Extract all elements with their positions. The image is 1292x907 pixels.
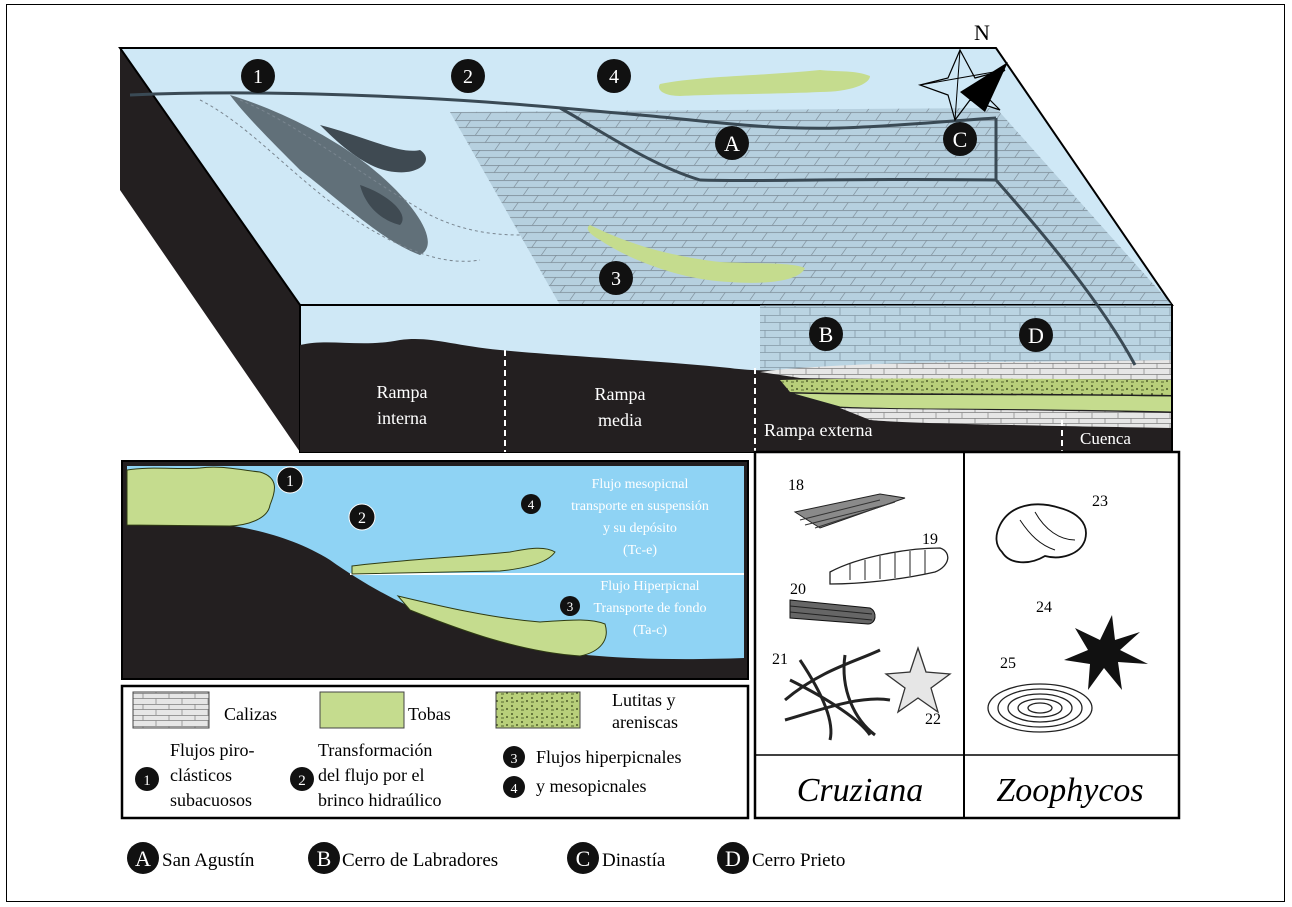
legend-item3-line1: Flujos hiperpicnales (536, 747, 681, 767)
legend-item3-marker: 3 (503, 746, 525, 768)
legend-item2-marker: 2 (290, 767, 314, 791)
svg-text:D: D (1028, 323, 1044, 348)
profile-marker-3: 3 (560, 596, 580, 616)
block-marker-4: 4 (597, 59, 631, 93)
legend-lutitas-line2: areniscas (612, 712, 678, 732)
locality-B: B Cerro de Labradores (308, 842, 498, 874)
block-marker-A: A (715, 126, 749, 160)
trace-fossil-23 (996, 504, 1086, 562)
zoophycos-title: Zoophycos (996, 772, 1143, 809)
block-marker-C: C (943, 122, 977, 156)
legend-item1-line3: subacuosos (170, 790, 252, 810)
legend-item1-line2: clásticos (170, 765, 232, 785)
fossil-number-25: 25 (1000, 655, 1016, 672)
legend-item2-line3: brinco hidraúlico (318, 790, 441, 810)
svg-text:1: 1 (143, 773, 151, 789)
legend-item4-marker: 4 (503, 776, 525, 798)
legend-item1-marker: 1 (135, 767, 159, 791)
svg-text:B: B (819, 322, 834, 347)
zone-media-line2: media (598, 410, 642, 430)
locality-C: C Dinastía (567, 842, 666, 874)
block-marker-1: 1 (241, 59, 275, 93)
svg-text:4: 4 (511, 782, 518, 797)
profile-marker-1: 1 (277, 467, 303, 493)
svg-text:4: 4 (528, 497, 535, 512)
meso-line1: Flujo mesopicnal (592, 477, 689, 492)
fossil-number-22: 22 (925, 711, 941, 728)
svg-text:2: 2 (298, 773, 306, 789)
svg-text:D: D (725, 846, 741, 871)
compass-north-label: N (974, 20, 990, 45)
svg-text:2: 2 (358, 510, 366, 527)
legend-item4-line1: y mesopicnales (536, 776, 646, 796)
locality-D: D Cerro Prieto (717, 842, 845, 874)
svg-text:3: 3 (567, 599, 574, 614)
svg-text:C: C (576, 846, 591, 871)
profile-marker-2: 2 (349, 504, 375, 530)
svg-text:3: 3 (511, 752, 518, 767)
block-marker-3: 3 (599, 261, 633, 295)
svg-text:Cerro Prieto: Cerro Prieto (752, 850, 845, 871)
svg-text:Dinastía: Dinastía (602, 850, 666, 871)
locality-A: A San Agustín (127, 842, 255, 874)
svg-text:A: A (135, 846, 151, 871)
legend-calizas-swatch (133, 692, 209, 728)
meso-line4: (Tc-e) (623, 543, 657, 558)
svg-text:2: 2 (463, 66, 473, 88)
fossil-number-24: 24 (1036, 599, 1052, 616)
hyper-line2: Transporte de fondo (593, 601, 706, 616)
hyper-line3: (Ta-c) (633, 623, 667, 638)
zone-interna-line1: Rampa (377, 382, 428, 402)
block-marker-B: B (809, 317, 843, 351)
cruziana-title: Cruziana (797, 772, 924, 809)
svg-text:Cerro de Labradores: Cerro de Labradores (342, 850, 498, 871)
hyper-line1: Flujo Hiperpicnal (600, 579, 699, 594)
strata-lutitas (780, 379, 1172, 396)
fossil-number-19: 19 (922, 531, 938, 548)
svg-text:A: A (724, 131, 740, 156)
zone-interna-line2: interna (377, 408, 427, 428)
zone-media-line1: Rampa (595, 384, 646, 404)
svg-text:B: B (317, 846, 332, 871)
legend-item2-line1: Transformación (318, 740, 432, 760)
meso-line3: y su depósito (603, 521, 677, 536)
zone-externa: Rampa externa (764, 420, 872, 440)
svg-text:C: C (953, 127, 968, 152)
legend-lutitas-swatch (496, 692, 580, 728)
fossil-number-21: 21 (772, 651, 788, 668)
fossil-number-23: 23 (1092, 493, 1108, 510)
svg-text:1: 1 (253, 66, 263, 88)
profile-marker-4: 4 (521, 494, 541, 514)
legend-tobas: Tobas (408, 704, 451, 724)
legend-tobas-swatch (320, 692, 404, 728)
profile-tuff-pyroclastic (127, 467, 274, 526)
svg-text:1: 1 (286, 473, 294, 490)
meso-line2: transporte en suspensión (571, 499, 709, 514)
legend-item1-line1: Flujos piro- (170, 740, 255, 760)
fossil-number-20: 20 (790, 581, 806, 598)
zone-cuenca: Cuenca (1080, 429, 1131, 448)
svg-text:San Agustín: San Agustín (162, 850, 255, 871)
fossil-number-18: 18 (788, 477, 804, 494)
svg-text:3: 3 (611, 268, 621, 290)
legend-calizas: Calizas (224, 704, 277, 724)
legend-item2-line2: del flujo por el (318, 765, 424, 785)
svg-text:4: 4 (609, 66, 619, 88)
legend-lutitas-line1: Lutitas y (612, 690, 676, 710)
block-marker-D: D (1019, 318, 1053, 352)
block-marker-2: 2 (451, 59, 485, 93)
